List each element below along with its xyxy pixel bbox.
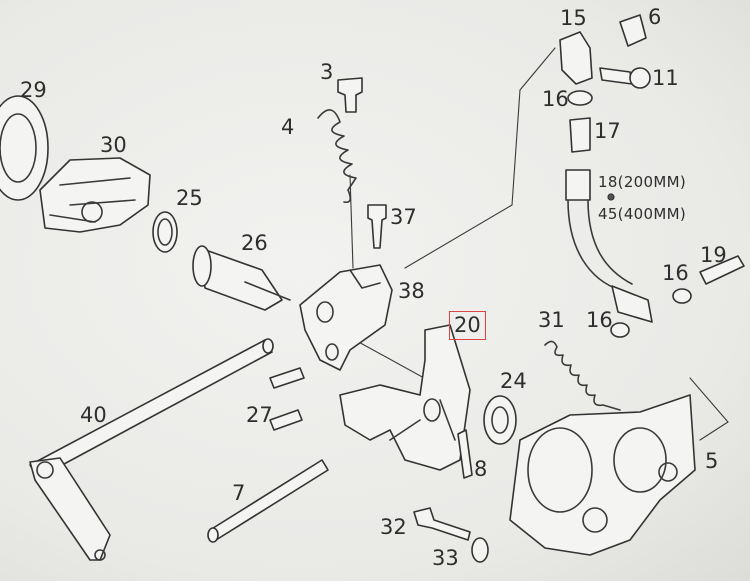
washer-part-16 bbox=[610, 322, 630, 338]
release-lever-part-20 bbox=[339, 324, 471, 471]
callout-45: 45(400MM) bbox=[598, 205, 687, 223]
callout-16-top: 16 bbox=[542, 87, 569, 111]
leader-line bbox=[349, 174, 354, 269]
callout-40: 40 bbox=[80, 403, 107, 427]
callout-31: 31 bbox=[538, 308, 565, 332]
shaft-part-40 bbox=[29, 338, 274, 561]
spring-part-31 bbox=[544, 340, 621, 411]
bolt-part-37 bbox=[367, 204, 387, 249]
callout-11: 11 bbox=[652, 66, 679, 90]
bearing-part-29 bbox=[0, 95, 49, 201]
bullet-dot bbox=[607, 193, 615, 201]
callout-18: 18(200MM) bbox=[598, 173, 687, 191]
callout-19: 19 bbox=[700, 243, 727, 267]
guide-sleeve-part-26 bbox=[192, 245, 291, 311]
callout-26: 26 bbox=[241, 231, 268, 255]
callout-6: 6 bbox=[648, 5, 662, 29]
washer-part-16 bbox=[567, 90, 593, 106]
bolt-part-19 bbox=[699, 255, 745, 285]
bleeder-part-6 bbox=[619, 14, 647, 47]
hose-assembly bbox=[559, 14, 745, 338]
housing-part-5 bbox=[509, 394, 696, 556]
callout-37: 37 bbox=[390, 205, 417, 229]
callout-17: 17 bbox=[594, 119, 621, 143]
callout-7: 7 bbox=[232, 481, 246, 505]
bolt-part-32 bbox=[413, 507, 471, 541]
hose-part-18 bbox=[567, 199, 633, 291]
callout-30: 30 bbox=[100, 133, 127, 157]
union-part-17 bbox=[569, 117, 591, 153]
callout-33: 33 bbox=[432, 546, 459, 570]
callout-25: 25 bbox=[176, 186, 203, 210]
callout-20-highlighted: 20 bbox=[449, 311, 486, 340]
leader-line bbox=[404, 47, 556, 269]
washer-part-16 bbox=[672, 288, 692, 304]
callout-3: 3 bbox=[320, 60, 334, 84]
circlip-part-25 bbox=[152, 211, 178, 253]
callout-16-right: 16 bbox=[662, 261, 689, 285]
callout-29: 29 bbox=[20, 78, 47, 102]
callout-15: 15 bbox=[560, 6, 587, 30]
callout-27: 27 bbox=[246, 403, 273, 427]
callout-4: 4 bbox=[281, 115, 295, 139]
spring-part-4 bbox=[317, 109, 357, 204]
seal-part-24 bbox=[483, 395, 517, 445]
pin-part-7 bbox=[209, 459, 329, 541]
pins-part-27 bbox=[269, 367, 305, 431]
washer-part-33 bbox=[471, 537, 489, 563]
banjo-part-15 bbox=[559, 31, 593, 85]
bolt-part-11 bbox=[599, 67, 633, 85]
lever-part-38 bbox=[299, 264, 393, 371]
callout-16-lower: 16 bbox=[586, 308, 613, 332]
callout-24: 24 bbox=[500, 369, 527, 393]
bolt-part-3 bbox=[337, 77, 363, 113]
leader-line bbox=[689, 377, 729, 441]
callout-8: 8 bbox=[474, 457, 488, 481]
callout-32: 32 bbox=[380, 515, 407, 539]
release-bearing-part-30 bbox=[39, 157, 151, 233]
callout-38: 38 bbox=[398, 279, 425, 303]
callout-5: 5 bbox=[705, 449, 719, 473]
pin-part-8 bbox=[457, 429, 473, 479]
